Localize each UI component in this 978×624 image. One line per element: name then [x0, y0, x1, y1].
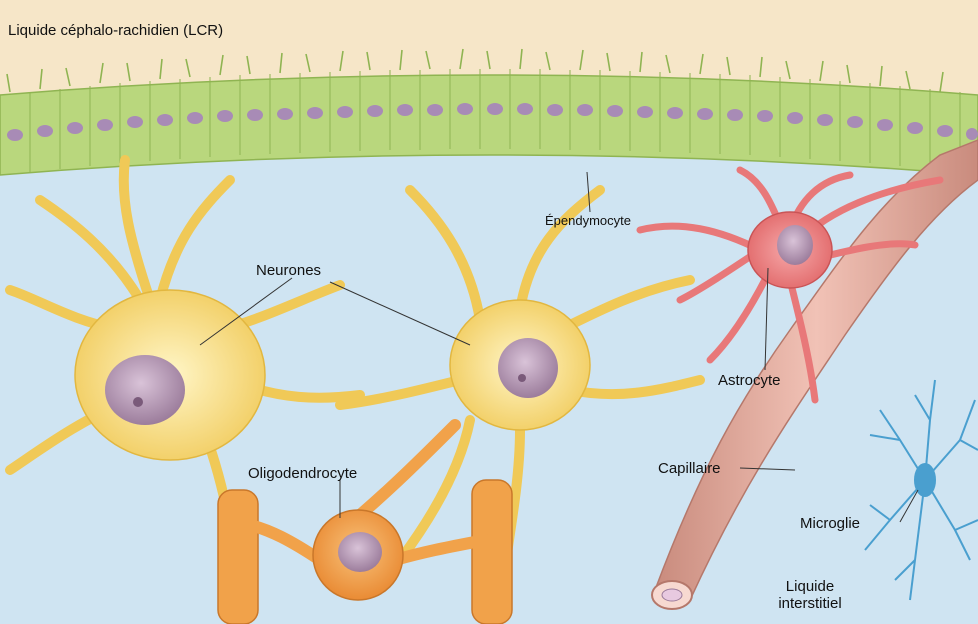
interstitial-fluid-label: Liquide interstitiel [760, 578, 860, 613]
capillary-label: Capillaire [658, 460, 721, 477]
csf-label: Liquide céphalo-rachidien (LCR) [8, 22, 223, 39]
oligodendrocyte-label: Oligodendrocyte [248, 465, 357, 482]
ependymocyte-label: Épendymocyte [545, 214, 631, 229]
microglia-label: Microglie [800, 515, 860, 532]
neurons-label: Neurones [256, 262, 321, 279]
interstitial-line-2: interstitiel [760, 595, 860, 612]
interstitial-line-1: Liquide [760, 578, 860, 595]
astrocyte-label: Astrocyte [718, 372, 781, 389]
